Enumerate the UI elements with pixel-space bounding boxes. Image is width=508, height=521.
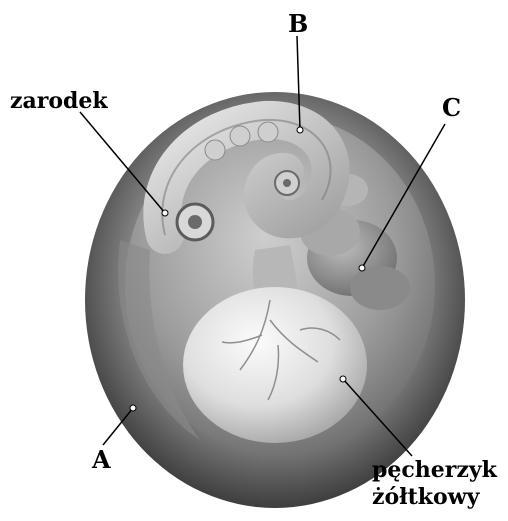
label-c: C: [442, 96, 461, 120]
yolk-sac: [183, 287, 367, 443]
label-b: B: [288, 12, 308, 36]
label-yolk-sac: pęcherzyk żółtkowy: [372, 457, 497, 511]
label-yolk-sac-line2: żółtkowy: [372, 484, 497, 511]
label-a: A: [92, 448, 111, 472]
label-yolk-sac-line1: pęcherzyk: [372, 457, 497, 484]
label-embryo: zarodek: [10, 90, 108, 112]
